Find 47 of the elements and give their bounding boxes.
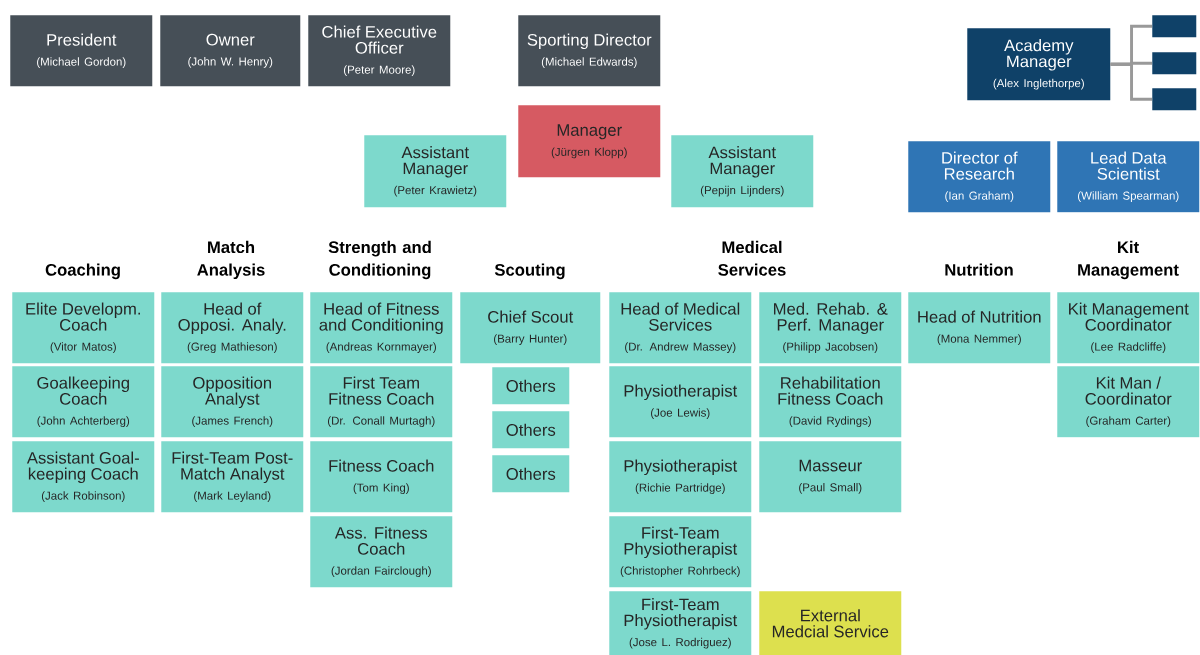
role-box: Director of Research (Ian Graham) xyxy=(908,141,1051,213)
role-box: Head of Medical Services (Dr. Andrew Massey) xyxy=(609,292,752,364)
role-box: Others xyxy=(492,455,570,493)
role-box: Rehabilitation Fitness Coach (David Rydings) xyxy=(759,366,902,438)
role-box: Physiotherapist (Joe Lewis) xyxy=(609,366,752,438)
column-heading: Nutrition xyxy=(945,263,1013,276)
column-heading: Scouting xyxy=(494,263,565,280)
role-box: Chief Executive Officer (Peter Moore) xyxy=(308,15,451,87)
role-box: Head of Opposi. Analy. (Greg Mathieson) xyxy=(161,292,304,364)
role-box: Opposition Analyst (James French) xyxy=(161,366,304,438)
role-box: Owner (John W. Henry) xyxy=(160,15,301,87)
role-box: First-Team Physiotherapist (Christopher Rohrbeck) xyxy=(609,516,752,588)
empty-box xyxy=(1152,88,1197,111)
column-heading: Medical Services xyxy=(718,240,786,276)
role-box: External Medcial Service xyxy=(759,591,902,655)
role-box: Lead Data Scientist (William Spearman) xyxy=(1057,141,1200,213)
role-box: Elite Developm. Coach (Vitor Matos) xyxy=(12,292,155,364)
column-heading: Match Analysis xyxy=(197,240,265,280)
role-box: First Team Fitness Coach (Dr. Conall Murtagh) xyxy=(310,366,453,438)
role-box: First-Team Post-Match Analyst (Mark Leyland) xyxy=(161,441,304,513)
role-box: First-Team Physiotherapist (Jose L. Rodriguez) xyxy=(609,591,752,655)
role-box: Others xyxy=(492,367,570,405)
role-box: Others xyxy=(492,411,570,449)
column-heading: Strength and Conditioning xyxy=(328,240,431,280)
empty-box xyxy=(1152,15,1197,38)
role-box: Head of Nutrition (Mona Nemmer) xyxy=(908,292,1051,364)
role-box: Med. Rehab. & Perf. Manager (Philipp Jacobsen) xyxy=(759,292,902,364)
manager-box: Manager (Jürgen Klopp) xyxy=(518,105,661,178)
role-box: Masseur (Paul Small) xyxy=(759,441,902,513)
column-heading: Coaching xyxy=(45,263,120,280)
role-box: Head of Fitness and Conditioning (Andreas Kornmayer) xyxy=(310,292,453,364)
role-box: Kit Man / Coordinator (Graham Carter) xyxy=(1057,366,1200,438)
empty-box xyxy=(1152,52,1197,75)
role-box: Chief Scout (Barry Hunter) xyxy=(460,292,601,364)
role-box: Physiotherapist (Richie Partridge) xyxy=(609,441,752,513)
role-box: Sporting Director (Michael Edwards) xyxy=(518,15,661,87)
connector-line xyxy=(1110,62,1152,101)
role-box: Kit Management Coordinator (Lee Radcliffe) xyxy=(1057,292,1200,364)
role-box: Assistant Goal-keeping Coach (Jack Robinson) xyxy=(12,441,155,513)
role-box: Ass. Fitness Coach (Jordan Fairclough) xyxy=(310,516,453,588)
role-box: Goalkeeping Coach (John Achterberg) xyxy=(12,366,155,438)
role-box: President (Michael Gordon) xyxy=(10,15,153,87)
column-heading: Kit Management xyxy=(1078,240,1179,280)
role-box: Assistant Manager (Pepijn Lijnders) xyxy=(671,135,814,208)
role-box: Academy Manager (Alex Inglethorpe) xyxy=(967,28,1111,101)
role-box: Fitness Coach (Tom King) xyxy=(310,441,453,513)
role-box: Assistant Manager (Peter Krawietz) xyxy=(364,135,507,208)
